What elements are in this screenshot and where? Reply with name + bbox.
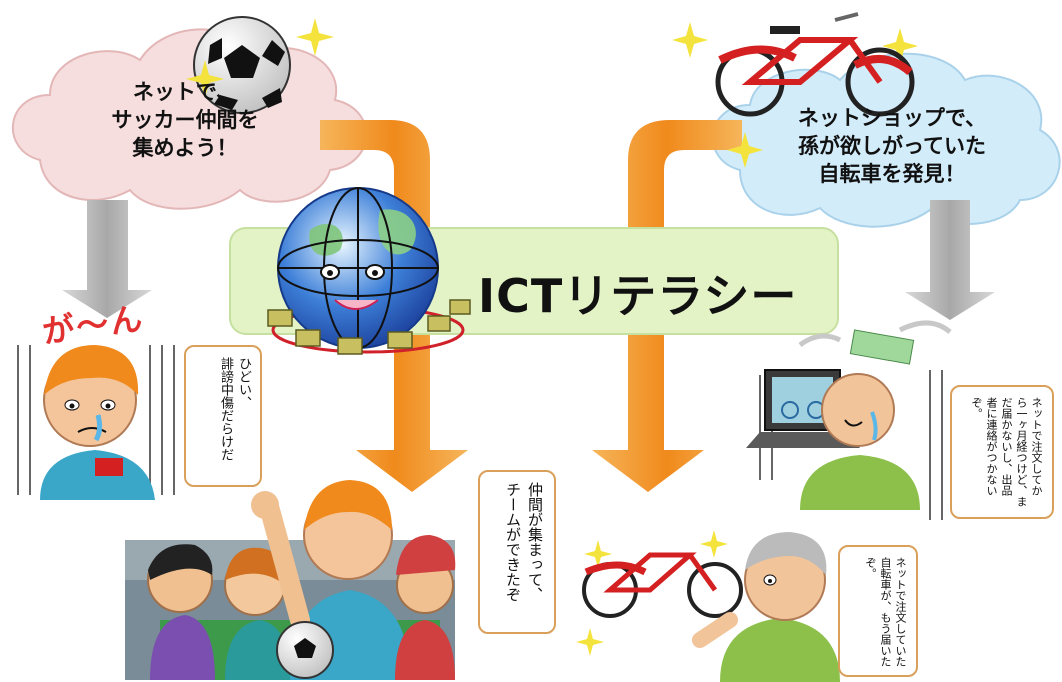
right-bad-speech-bubble: ネットで注文してか ら一ヶ月経つけど、ま だ届かないし、出品 者に連絡がつかない… — [950, 385, 1054, 519]
right-good-speech-text: ネットで注文していた 自転車が、もう届いた ぞ。 — [864, 557, 907, 667]
left-good-speech-text: 仲間が集まって、 チームができたぞ — [504, 482, 544, 602]
right-good-speech-bubble: ネットで注文していた 自転車が、もう届いた ぞ。 — [838, 545, 918, 677]
gray-arrow-right — [905, 200, 995, 320]
old-man-laptop-illustration — [746, 320, 952, 520]
right-bad-speech-text: ネットで注文してか ら一ヶ月経つけど、ま だ届かないし、出品 者に連絡がつかない… — [970, 397, 1043, 507]
left-good-speech-bubble: 仲間が集まって、 チームができたぞ — [478, 470, 556, 634]
bicycle-icon — [715, 12, 915, 117]
delivered-bicycle-illustration — [582, 532, 840, 682]
sad-man-illustration — [17, 345, 175, 500]
orange-arrow-right — [592, 120, 742, 492]
soccer-ball-icon — [193, 16, 291, 114]
right-cloud-text: ネットショップで、 孫が欲しがっていた 自転車を発見！ — [797, 106, 987, 186]
left-cloud-text: ネットで、 サッカー仲間を 集めよう！ — [111, 80, 259, 160]
left-bad-speech-text: ひどい、 誹謗中傷だらけだ — [218, 357, 251, 461]
left-bad-speech-bubble: ひどい、 誹謗中傷だらけだ — [184, 345, 262, 487]
globe-icon — [267, 187, 471, 355]
sparkle-icons — [186, 18, 918, 656]
team-illustration — [125, 480, 456, 680]
gray-arrow-left — [62, 200, 152, 318]
ict-literacy-label: ICTリテラシー — [478, 269, 798, 323]
